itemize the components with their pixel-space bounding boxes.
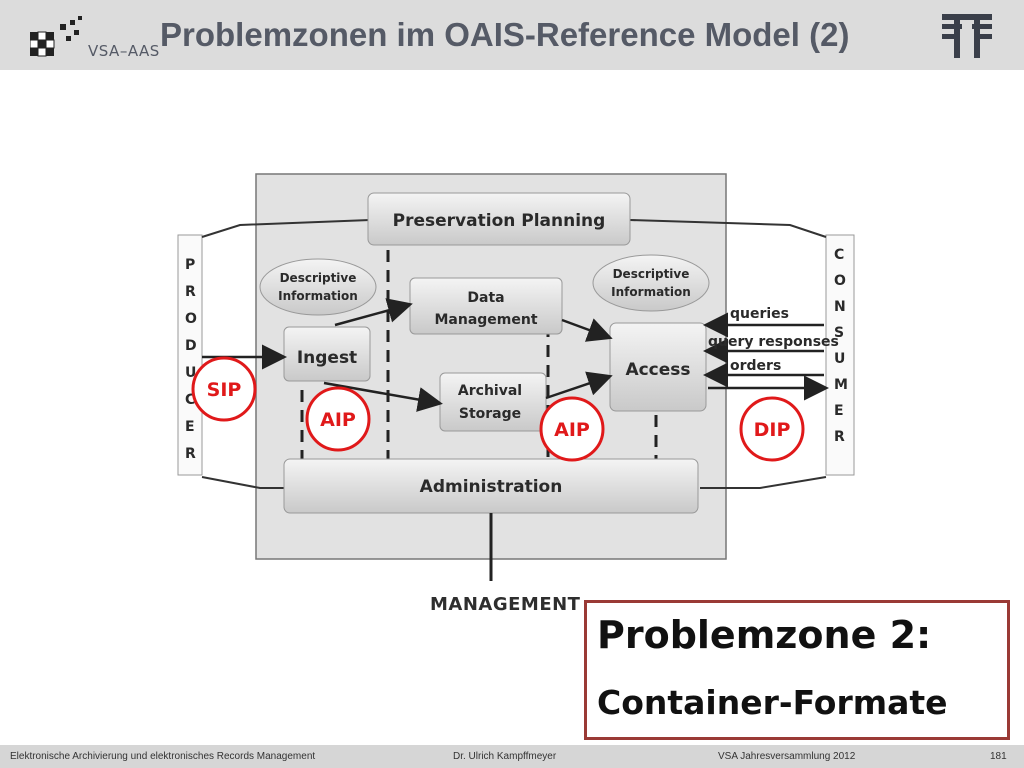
- flow-query-responses: query responses: [708, 334, 839, 350]
- consumer-label: C O N S U M E R: [834, 247, 848, 445]
- page-number: 181: [990, 751, 1007, 762]
- footer-course: Elektronische Archivierung und elektroni…: [10, 751, 316, 762]
- vsa-logo-icon: [30, 16, 82, 57]
- producer-letter: C: [185, 392, 195, 408]
- descriptive-info-right-line2: Information: [611, 285, 691, 299]
- sip-marker: [191, 356, 257, 422]
- descriptive-info-left-line2: Information: [278, 289, 358, 303]
- producer-letter: R: [185, 284, 196, 300]
- producer-letter: E: [185, 419, 195, 435]
- slide-footer: Elektronische Archivierung und elektroni…: [0, 745, 1024, 768]
- page-title: Problemzonen im OAIS-Reference Model (2): [160, 16, 850, 53]
- brand-text: VSA–AAS: [88, 42, 160, 60]
- dip-marker: [739, 396, 805, 462]
- descriptive-info-left-line1: Descriptive: [280, 271, 357, 285]
- sip-label: SIP: [207, 379, 242, 401]
- callout-title: Problemzone 2:: [597, 613, 932, 657]
- producer-letter: O: [185, 311, 197, 327]
- flow-queries: queries: [730, 306, 789, 322]
- archival-storage-box: [439, 372, 547, 432]
- footer-event: VSA Jahresversammlung 2012: [718, 751, 856, 762]
- problem-callout: Problemzone 2: Container-Formate: [584, 600, 1010, 740]
- consumer-letter: C: [834, 247, 844, 263]
- administration-label: Administration: [420, 477, 563, 497]
- oais-diagram: P R O D U C E R C O N S U M E R Preserva…: [177, 173, 855, 581]
- footer-author: Dr. Ulrich Kampffmeyer: [453, 751, 557, 762]
- aip-marker-storage: [539, 396, 605, 462]
- consumer-letter: R: [834, 429, 845, 445]
- institution-logo-icon: [942, 14, 992, 58]
- producer-label: P R O D U C E R: [185, 257, 197, 462]
- dip-label: DIP: [754, 419, 791, 441]
- producer-letter: D: [185, 338, 197, 354]
- producer-letter: R: [185, 446, 196, 462]
- producer-letter: U: [185, 365, 196, 381]
- producer-bar: [177, 234, 203, 476]
- callout-subtitle: Container-Formate: [597, 683, 948, 722]
- consumer-letter: U: [834, 351, 845, 367]
- aip-label-storage: AIP: [554, 419, 590, 441]
- management-label: MANAGEMENT: [430, 594, 581, 615]
- data-management-line1: Data: [467, 290, 504, 306]
- consumer-letter: N: [834, 299, 846, 315]
- archival-storage-line2: Storage: [459, 406, 521, 422]
- consumer-letter: O: [834, 273, 846, 289]
- ingest-label: Ingest: [297, 348, 357, 368]
- aip-label-ingest: AIP: [320, 409, 356, 431]
- consumer-letter: E: [834, 403, 844, 419]
- archival-storage-line1: Archival: [458, 383, 522, 399]
- consumer-letter: M: [834, 377, 848, 393]
- access-label: Access: [625, 360, 690, 380]
- preservation-planning-label: Preservation Planning: [393, 211, 606, 231]
- flow-orders: orders: [730, 358, 781, 374]
- preservation-planning-box: [367, 192, 631, 246]
- descriptive-info-right-ellipse: [592, 254, 710, 312]
- descriptive-info-left-ellipse: [259, 258, 377, 316]
- consumer-bar: [825, 234, 855, 476]
- descriptive-info-right-line1: Descriptive: [613, 267, 690, 281]
- data-management-line2: Management: [434, 312, 537, 328]
- producer-letter: P: [185, 257, 195, 273]
- consumer-letter: S: [834, 325, 844, 341]
- slide-header: VSA–AAS Problemzonen im OAIS-Reference M…: [0, 0, 1024, 70]
- aip-marker-ingest: [305, 386, 371, 452]
